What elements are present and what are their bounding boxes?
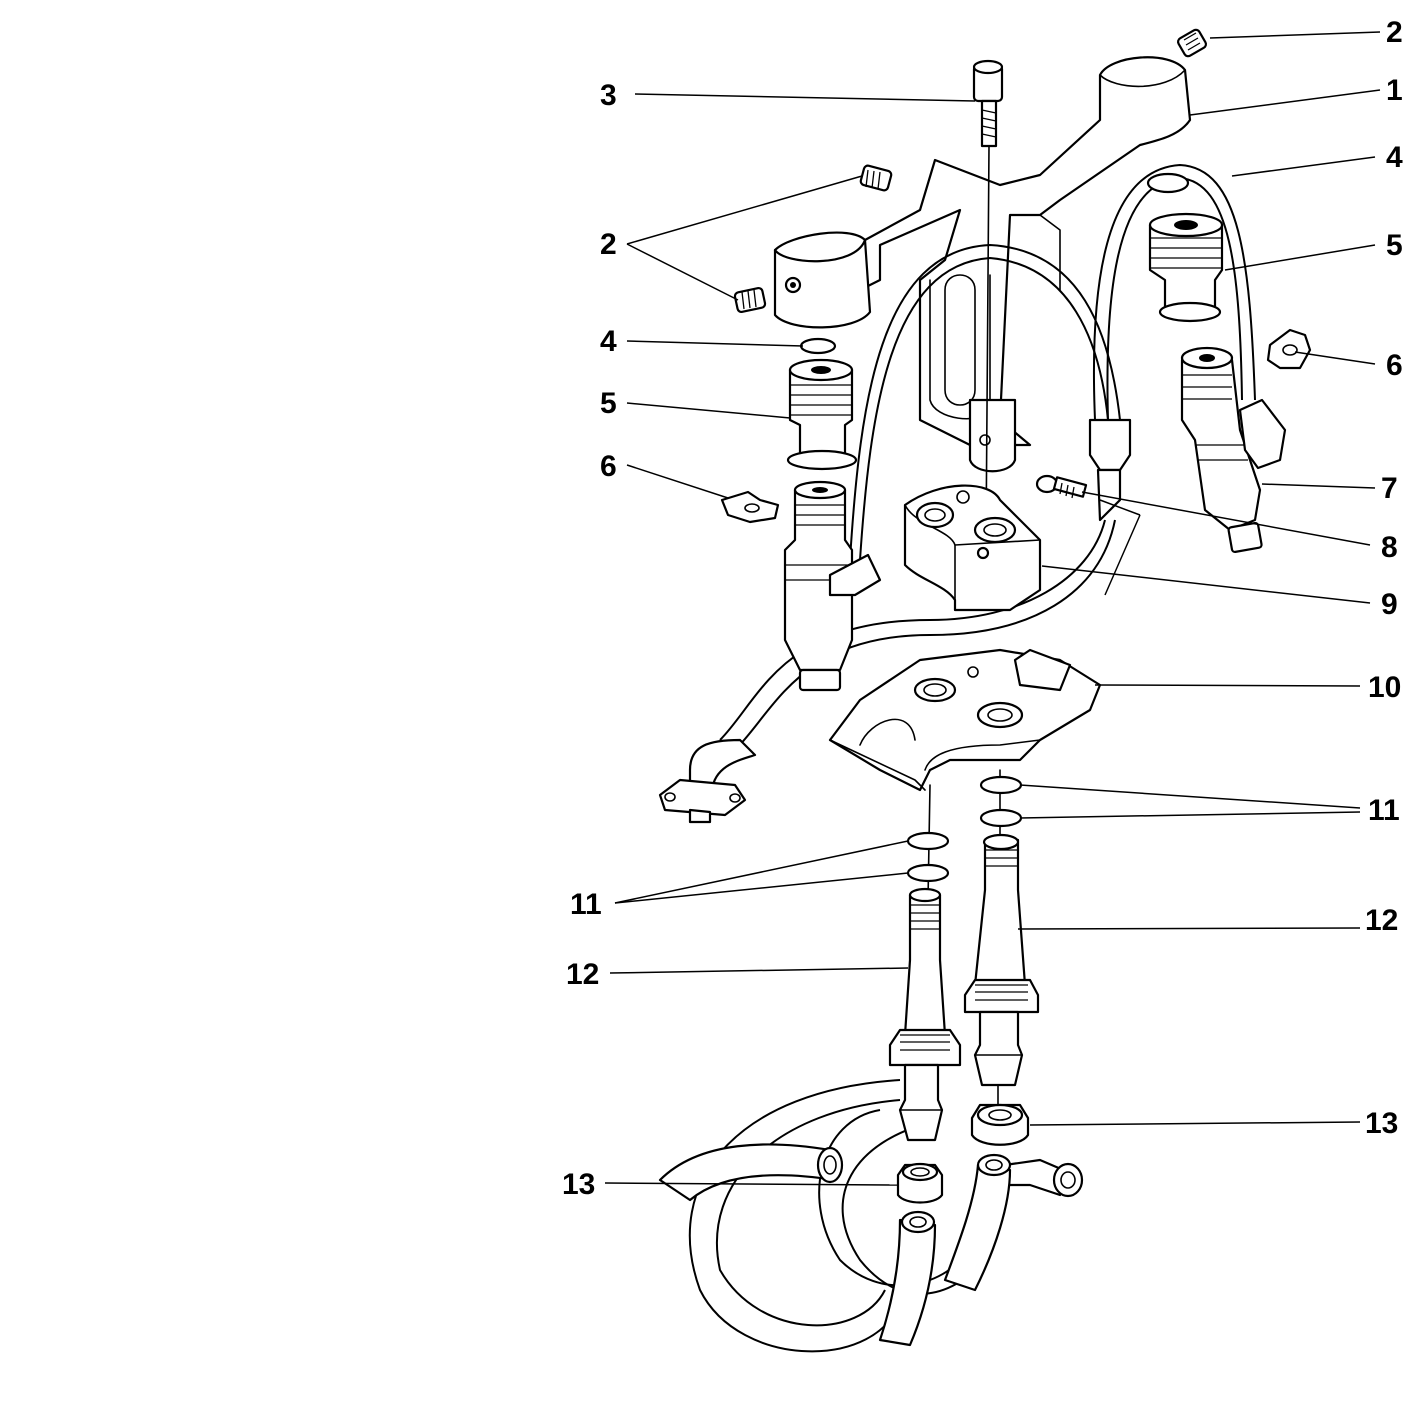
set-screw-top-icon: [1176, 28, 1208, 58]
elbow-fitting-icon: [658, 738, 757, 824]
small-bolt-icon: [1035, 474, 1088, 499]
leader-lines: [604, 31, 1381, 1186]
lower-hoses: [658, 1079, 1084, 1353]
hose-end-right-icon: [1052, 1162, 1084, 1198]
clip-left-icon: [720, 490, 780, 524]
manifold-base: [828, 648, 1102, 792]
bracket: [773, 56, 1192, 473]
manifold-block: [903, 484, 1042, 612]
washer-11a-icon: [906, 831, 950, 851]
callout-6-right: 6: [1386, 349, 1403, 382]
washer-left-icon: [799, 337, 837, 355]
washer-11c-icon: [979, 775, 1023, 795]
callout-4-right: 4: [1386, 141, 1403, 174]
callout-9: 9: [1381, 588, 1398, 621]
callout-13-left: 13: [562, 1168, 595, 1201]
washer-11b-icon: [906, 863, 950, 883]
set-screw-left-icon: [733, 286, 767, 314]
lower-right-stack: [963, 769, 1040, 1146]
callout-11-right: 11: [1368, 794, 1400, 827]
washer-11d-icon: [979, 808, 1023, 828]
callout-2-top: 2: [1386, 16, 1403, 49]
bolt-icon: [972, 59, 1004, 541]
clip-right-icon: [1266, 328, 1312, 370]
set-screw-mid-icon: [859, 164, 893, 192]
lower-left-stack: [888, 784, 962, 1204]
callout-12-right: 12: [1365, 904, 1398, 937]
callout-4-left: 4: [600, 325, 617, 358]
right-assembly: [1146, 172, 1312, 554]
left-assembly: [720, 337, 882, 692]
callout-6-left: 6: [600, 450, 617, 483]
callout-7: 7: [1381, 472, 1398, 505]
callout-labels: 2 1 3 4 2 5 4 6 5 6 7 8 9 10 11 11 12 12…: [562, 16, 1403, 1201]
callout-5-right: 5: [1386, 229, 1403, 262]
callout-12-left: 12: [566, 958, 599, 991]
callout-8: 8: [1381, 531, 1398, 564]
callout-5-left: 5: [600, 387, 617, 420]
callout-1: 1: [1386, 74, 1403, 107]
hose-end-left-icon: [816, 1146, 844, 1184]
washer-right-icon: [1146, 172, 1190, 194]
callout-11-left: 11: [570, 888, 602, 921]
callout-10: 10: [1368, 671, 1401, 704]
callout-2-left: 2: [600, 228, 617, 261]
callout-13-right: 13: [1365, 1107, 1398, 1140]
callout-3: 3: [600, 79, 617, 112]
